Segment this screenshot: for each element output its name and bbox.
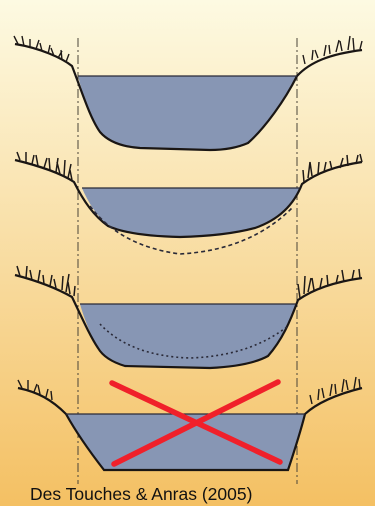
source-credit: Des Touches & Anras (2005) [30,486,252,504]
